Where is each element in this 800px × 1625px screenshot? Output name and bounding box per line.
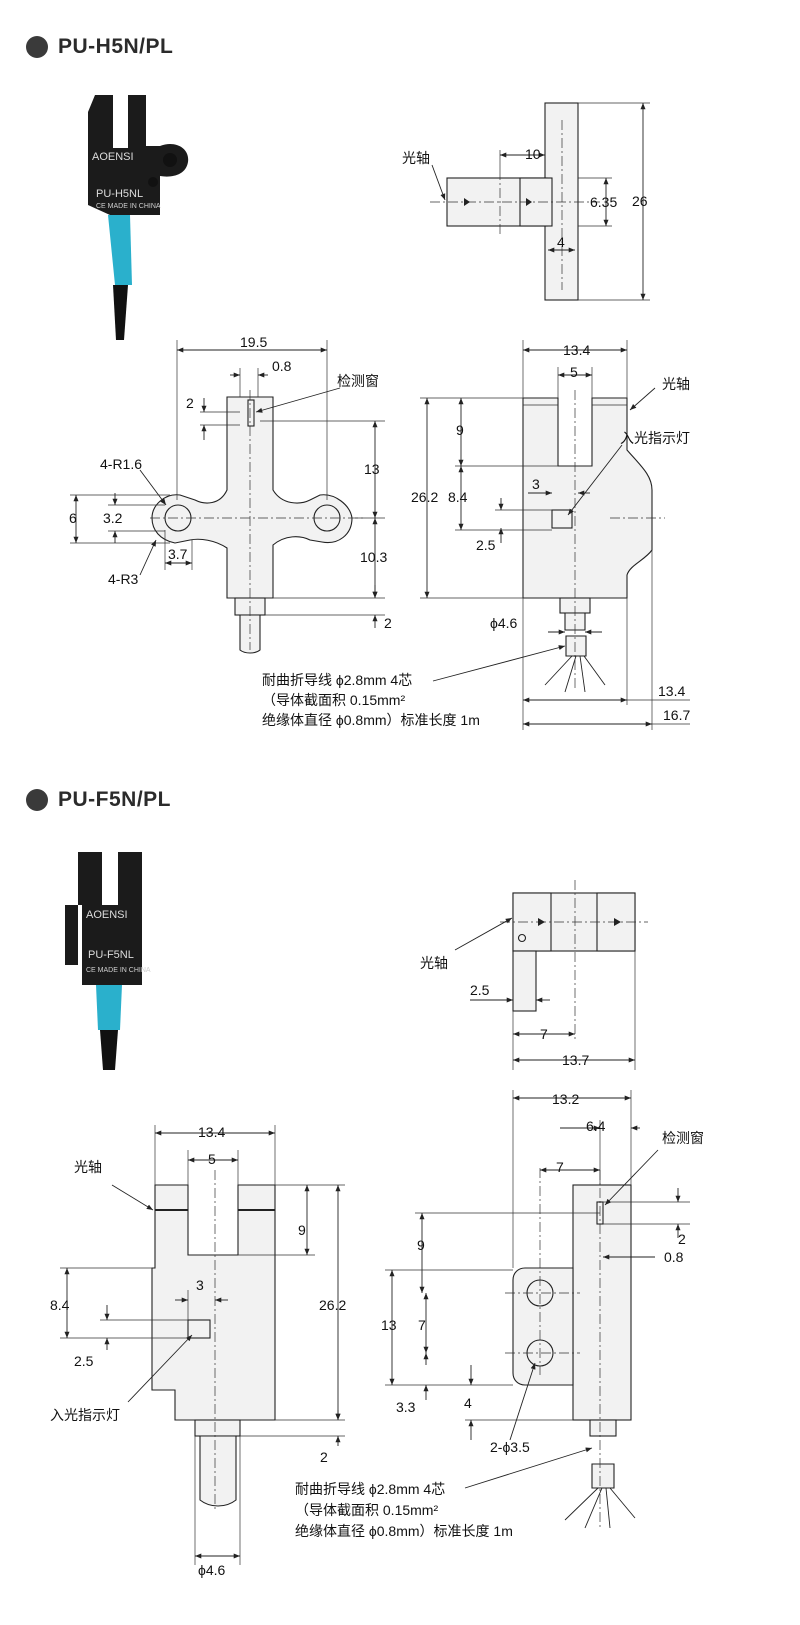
dim-13: 13	[364, 461, 380, 477]
label-detect-window: 检测窗	[662, 1130, 704, 1146]
dim-9: 9	[298, 1222, 306, 1238]
dim-9: 9	[417, 1237, 425, 1253]
dim-26: 26	[632, 193, 648, 209]
photo-brand: AOENSI	[92, 151, 134, 163]
dim-2.5: 2.5	[476, 537, 496, 553]
cable-note-line-3: 绝缘体直径 ϕ0.8mm）标准长度 1m	[262, 712, 480, 728]
label-optical-axis: 光轴	[420, 955, 448, 971]
dim-2: 2	[186, 395, 194, 411]
photo-brand: AOENSI	[86, 909, 128, 921]
label-optical-axis: 光轴	[662, 376, 690, 392]
dim-6: 6	[69, 510, 77, 526]
dim-7-holes: 7	[418, 1317, 426, 1333]
dim-2.5: 2.5	[470, 982, 490, 998]
photo-model: PU-H5NL	[96, 188, 143, 200]
dim-3: 3	[532, 476, 540, 492]
dim-19.5: 19.5	[240, 334, 267, 350]
dim-5: 5	[570, 364, 578, 380]
section-title-pu-f5n: PU-F5N/PL	[26, 788, 171, 812]
dim-7: 7	[556, 1159, 564, 1175]
dim-26.2: 26.2	[319, 1297, 346, 1313]
dim-2: 2	[678, 1231, 686, 1247]
dim-3.3: 3.3	[396, 1399, 416, 1415]
dim-16.7: 16.7	[663, 707, 690, 723]
section-title-pu-h5n: PU-H5N/PL	[26, 35, 173, 59]
side-view-pu-h5n: 13.4 5 9 8.4 26.2 3 2.5 ϕ4.6 13.4 16.7	[262, 340, 690, 730]
dim-0.8: 0.8	[664, 1249, 684, 1265]
dim-4: 4	[557, 234, 565, 250]
side-view-pu-f5n: 13.2 6.4 7 9 13 7 3.3 4 2 0.8 2-ϕ3.5 检测窗	[295, 1090, 704, 1539]
dim-13: 13	[381, 1317, 397, 1333]
label-optical-axis: 光轴	[402, 150, 430, 166]
dim-13.4: 13.4	[198, 1124, 225, 1140]
dim-0.8: 0.8	[272, 358, 292, 374]
front-view-pu-h5n: 19.5 0.8 2 13 10.3 2 6 3.2 3.7	[69, 334, 392, 654]
product-photo-pu-f5n: AOENSI PU-F5NL CE MADE IN CHINA	[65, 852, 151, 1070]
photo-model: PU-F5NL	[88, 949, 134, 961]
dim-6.4: 6.4	[586, 1118, 606, 1134]
dim-2-phi3.5: 2-ϕ3.5	[490, 1439, 530, 1455]
dim-13.7: 13.7	[562, 1052, 589, 1068]
product-photo-pu-h5n: AOENSI PU-H5NL CE MADE IN CHINA	[88, 95, 189, 340]
dim-2.5: 2.5	[74, 1353, 94, 1369]
bullet-icon	[26, 789, 48, 811]
label-indicator-light: 入光指示灯	[620, 430, 690, 446]
dim-3: 3	[196, 1277, 204, 1293]
dim-2-bottom: 2	[384, 615, 392, 631]
dim-26.2: 26.2	[411, 489, 438, 505]
cable-note-line-1: 耐曲折导线 ϕ2.8mm 4芯	[295, 1481, 445, 1497]
dim-phi4.6: ϕ4.6	[198, 1562, 226, 1578]
front-view-pu-f5n: 13.4 5 9 26.2 2 8.4 2.5 3 ϕ4.6 光轴 入	[50, 1124, 346, 1578]
photo-marks: CE MADE IN CHINA	[86, 967, 151, 974]
top-view-pu-h5n: 26 10 6.35 4 光轴	[402, 102, 650, 301]
bullet-icon	[26, 36, 48, 58]
dim-10: 10	[525, 146, 541, 162]
dim-13.2: 13.2	[552, 1091, 579, 1107]
dim-8.4: 8.4	[50, 1297, 70, 1313]
label-detect-window: 检测窗	[337, 373, 379, 389]
dim-8.4: 8.4	[448, 489, 468, 505]
dim-5: 5	[208, 1151, 216, 1167]
dim-2: 2	[320, 1449, 328, 1465]
dim-3.7: 3.7	[168, 546, 188, 562]
dim-7: 7	[540, 1026, 548, 1042]
cable-note-line-1: 耐曲折导线 ϕ2.8mm 4芯	[262, 672, 412, 688]
cable-note-line-2: （导体截面积 0.15mm²	[295, 1502, 438, 1518]
dim-13.4: 13.4	[563, 342, 590, 358]
label-optical-axis: 光轴	[74, 1159, 102, 1175]
cable-note-line-2: （导体截面积 0.15mm²	[262, 692, 405, 708]
section-title-text: PU-H5N/PL	[58, 35, 174, 58]
top-view-pu-f5n: 2.5 7 13.7 光轴	[420, 880, 648, 1070]
dim-10.3: 10.3	[360, 549, 387, 565]
dim-4: 4	[464, 1395, 472, 1411]
label-indicator-light: 入光指示灯	[50, 1407, 120, 1423]
dim-9: 9	[456, 422, 464, 438]
dim-13.4-bottom: 13.4	[658, 683, 685, 699]
dim-phi4.6: ϕ4.6	[490, 615, 518, 631]
dim-6.35: 6.35	[590, 194, 617, 210]
photo-marks: CE MADE IN CHINA	[96, 203, 161, 210]
label-4-r3: 4-R3	[108, 571, 139, 587]
section-title-text: PU-F5N/PL	[58, 788, 172, 811]
cable-note-line-3: 绝缘体直径 ϕ0.8mm）标准长度 1m	[295, 1523, 513, 1539]
label-4-r1.6: 4-R1.6	[100, 456, 142, 472]
dim-3.2: 3.2	[103, 510, 123, 526]
